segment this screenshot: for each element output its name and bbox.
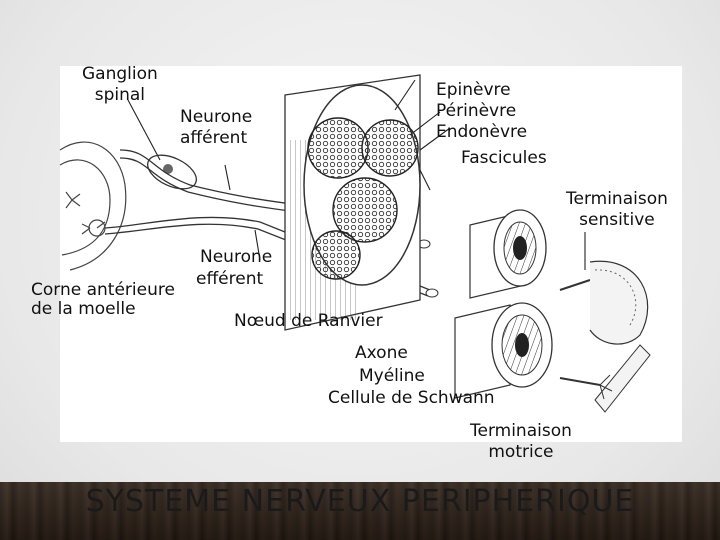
label-noeud-ranvier: Nœud de Ranvier [234,311,383,331]
slide-title: SYSTEME NERVEUX PERIPHERIQUE [85,484,635,519]
label-pointers [127,79,586,270]
fiber-cross-section-upper [469,209,547,299]
label-neurone-afferent: Neurone afférent [180,107,253,148]
label-terminaison-sensitive: Terminaison sensitive [566,189,668,230]
label-terminaison-motrice: Terminaison motrice [470,421,572,462]
label-corne-anterieure: Corne antérieure [31,280,175,300]
label-neurone-efferent: Neurone [200,247,273,267]
ganglion-drawing [147,154,197,190]
label-axone: Axone [355,343,408,363]
label-ganglion-spinal: Ganglion spinal [82,64,158,105]
fiber-cross-section-lower [454,302,553,399]
spinal-cord-drawing [59,141,127,271]
sensory-ending-drawing [559,260,649,345]
nerve-trunk-drawing [284,74,421,331]
fiber-end-lower [425,288,439,298]
label-myeline: Myéline [359,366,425,386]
label-sheath-layers: Epinèvre Périnèvre Endonèvre [436,80,528,142]
nerve-fibers [104,149,431,297]
label-cellule-schwann: Cellule de Schwann [328,388,495,408]
label-moelle: de la moelle [31,299,136,319]
motor-ending-drawing [559,344,651,413]
label-efferent: efférent [196,269,264,289]
wood-footer-band [0,482,720,540]
label-fascicules: Fascicules [461,148,547,168]
